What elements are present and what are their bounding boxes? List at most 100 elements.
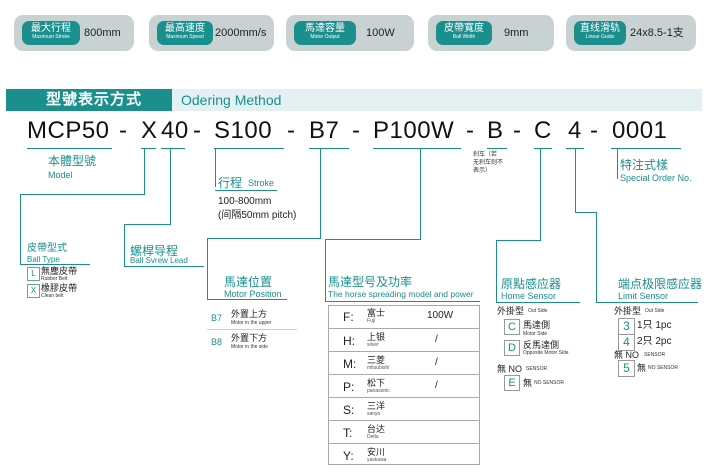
motor-brand-en: Fuji — [367, 318, 376, 324]
home-e-en: NO SENSOR — [534, 380, 565, 386]
motor-row: S: 三洋 sanyo — [329, 397, 479, 422]
spec-max-speed: 最高速度 Maximum Speed 2000mm/s — [149, 15, 274, 51]
lead-connector-v — [124, 224, 125, 266]
bracket-home — [534, 148, 552, 149]
belt-l-cn: 無塵皮帶 — [41, 266, 78, 276]
motor-brand-en: mitsubishi — [367, 365, 390, 371]
motor-row: P: 松下 panasonic / — [329, 374, 479, 399]
bracket-motor — [373, 148, 461, 149]
spec-value: 24x8.5-1支 — [630, 27, 684, 39]
lead-connector — [170, 149, 171, 224]
bracket-brake — [487, 148, 507, 149]
motor-row: T: 台达 Delta — [329, 420, 479, 445]
motor-code: M: — [343, 357, 357, 371]
spec-label-en: Maximum Speed — [166, 34, 204, 40]
motor-code: P: — [343, 380, 355, 394]
lead-connector-h — [124, 224, 171, 225]
banner-title-cn: 型號表示方式 — [46, 91, 143, 108]
brake-note-2: 无刹车则不 — [473, 160, 504, 166]
motorpos-b7-cn: 外置上方 — [231, 309, 268, 319]
home-ext-cn: 外掛型 — [497, 306, 525, 316]
brake-note-3: 表示） — [473, 168, 492, 174]
motorpos-b7-code: B7 — [211, 313, 223, 323]
motor-row: Y: 安川 yaskawa — [329, 443, 479, 468]
motor-brand-en: Delta — [367, 434, 379, 440]
belt-x-cn: 橡膠皮帶 — [41, 283, 78, 293]
limit-connector-v1 — [575, 149, 576, 212]
motorpos-label-en: Motor Position — [224, 289, 282, 299]
home-ext-en: Out Side — [528, 308, 548, 314]
home-c-en: Motor Side — [523, 331, 548, 337]
home-d-cn: 反馬達側 — [523, 340, 560, 350]
code-dash: - — [590, 117, 599, 144]
ordering-banner: 型號表示方式 Odering Method — [6, 89, 702, 111]
motor-code: S: — [343, 403, 355, 417]
motor-underline — [325, 301, 480, 302]
motor-row: H: 上银 silver / — [329, 328, 479, 353]
spec-value: 800mm — [84, 27, 121, 39]
code-dash: - — [513, 117, 522, 144]
stroke-pitch: (间隔50mm pitch) — [218, 210, 297, 221]
spec-label-en: Linear Guide — [585, 34, 615, 40]
code-stroke: S100 — [214, 117, 273, 144]
stroke-range: 100-800mm — [218, 196, 272, 207]
motor-table: F: 富士 Fuji 100W H: 上银 silver / M: 三菱 mit… — [328, 305, 480, 465]
belt-code-l: L — [27, 267, 40, 281]
lead-label-cn: 螺桿导程 — [130, 244, 179, 258]
motor-brand-cn: 上银 — [367, 332, 386, 342]
code-limit-sensor: 4 — [568, 117, 582, 144]
home-connector-v1 — [540, 149, 541, 240]
motor-brand-cn: 安川 — [367, 447, 386, 457]
code-dash: - — [352, 117, 361, 144]
spec-label: 最高速度 Maximum Speed — [157, 21, 213, 45]
home-none-cn: 無 NO — [497, 364, 523, 374]
motor-power: 100W — [427, 310, 454, 321]
home-code-d: D — [504, 340, 520, 356]
motorpos-b8-en: Motor in the side — [231, 344, 268, 350]
limit-code-3: 3 — [618, 318, 635, 335]
motorpos-label-cn: 馬達位置 — [224, 275, 273, 289]
belt-label-en: Ball Type — [27, 255, 60, 264]
motor-power: / — [435, 334, 438, 345]
limit-ext-cn: 外掛型 — [614, 306, 642, 316]
code-belt: X — [141, 117, 158, 144]
special-label-en: Special Order No. — [620, 173, 692, 183]
belt-code-x: X — [27, 284, 40, 298]
motor-brand-cn: 台达 — [367, 424, 386, 434]
spec-label-cn: 直线滑轨 — [580, 23, 620, 34]
special-label-cn: 特注式樣 — [620, 158, 669, 172]
limit-none-en: SENSOR — [644, 352, 666, 358]
limit-connector-v2 — [596, 212, 597, 302]
bracket-limit — [566, 148, 584, 149]
spec-label-cn: 最高速度 — [165, 23, 205, 34]
motor-label-cn: 馬達型号及功率 — [328, 275, 413, 289]
home-label-cn: 原點感应器 — [501, 277, 562, 291]
limit-4-cn: 2只 2pc — [637, 336, 672, 347]
bracket-motor-pos — [309, 148, 349, 149]
home-c-cn: 馬達側 — [523, 320, 551, 330]
code-dash: - — [119, 117, 128, 144]
spec-label-en: Motor Output — [310, 34, 340, 40]
banner-cn-box — [6, 89, 172, 111]
motor-code: F: — [343, 310, 354, 324]
home-code-e: E — [504, 375, 520, 391]
banner-title-en: Odering Method — [181, 92, 282, 108]
code-home-sensor: C — [534, 117, 552, 144]
limit-code-4: 4 — [618, 334, 635, 351]
code-special: 0001 — [612, 117, 668, 144]
motorpos-b8-cn: 外置下方 — [231, 333, 268, 343]
code-dash: - — [193, 117, 202, 144]
spec-label-cn: 最大行程 — [31, 23, 71, 34]
motor-brand-cn: 三菱 — [367, 355, 386, 365]
motorpos-connector-v2 — [207, 238, 208, 299]
motor-brand-cn: 富士 — [367, 308, 386, 318]
code-dash: - — [466, 117, 475, 144]
home-d-en: Opposite Motor Side — [523, 350, 569, 356]
limit-none-cn: 無 NO — [614, 350, 640, 360]
belt-connector-v2 — [20, 194, 21, 264]
special-connector — [617, 149, 618, 179]
spec-label-en: Maximum Stroke — [32, 34, 70, 40]
motor-code: T: — [343, 426, 353, 440]
bracket-stroke — [214, 148, 284, 149]
motorpos-b8-code: B8 — [211, 337, 223, 347]
